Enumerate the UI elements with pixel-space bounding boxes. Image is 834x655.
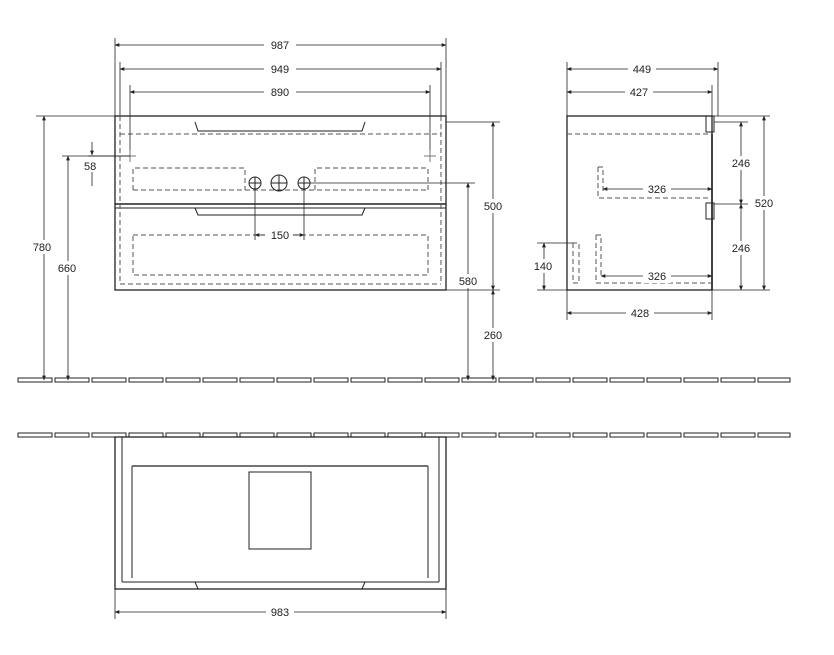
dim-58: 58 [84,161,96,173]
dim-449: 449 [633,64,651,76]
dim-949: 949 [271,64,289,76]
tile-segment [128,377,164,383]
dim-246-top: 246 [732,158,750,170]
front-view [114,115,447,291]
tile-segment [757,377,791,383]
floor-line [17,377,791,383]
tile-segment [646,432,682,438]
dim-660: 660 [58,263,76,275]
bottom-handle [194,207,366,216]
tile-segment [424,377,460,383]
tile-segment [572,432,608,438]
tile-segment [461,432,497,438]
dim-983: 983 [271,607,289,619]
dim-580: 580 [459,276,477,288]
tile-segment [609,432,645,438]
tile-segment [757,432,791,438]
tile-segment [535,432,571,438]
dim-428: 428 [631,308,649,320]
dim-987: 987 [271,40,289,52]
dim-140: 140 [534,261,552,273]
side-cabinet-outline [566,115,713,291]
tile-segment [239,377,275,383]
dim-427: 427 [630,87,648,99]
plan-outline [114,436,447,590]
tile-segment [498,432,534,438]
dim-326-bottom: 326 [648,271,666,283]
dim-260: 260 [484,330,502,342]
tile-segment [646,377,682,383]
tile-segment [313,377,349,383]
tile-segment [54,377,90,383]
wall-fixing-cross-right [424,150,436,162]
tile-segment [54,432,90,438]
dimension-labels: 987 949 890 58 150 780 660 500 580 260 4… [30,38,776,619]
top-handle [194,121,366,132]
tile-segment [17,432,53,438]
plan-handle [194,581,366,590]
dim-890: 890 [271,87,289,99]
tile-segment [572,377,608,383]
tile-segment [350,377,386,383]
tile-segment [683,377,719,383]
tile-segment [387,377,423,383]
tile-segment [17,377,53,383]
front-hidden-lines [119,116,442,285]
tile-segment [91,377,127,383]
tile-segment [498,377,534,383]
tile-segment [535,377,571,383]
side-view [566,115,715,291]
tile-segment [165,377,201,383]
tile-segment [720,432,756,438]
tile-segment [202,377,238,383]
dim-500: 500 [484,201,502,213]
dim-150: 150 [271,230,289,242]
tile-segment [720,377,756,383]
tile-segment [461,377,497,383]
tile-segment [91,432,127,438]
dim-520: 520 [755,198,773,210]
cabinet-outline [114,115,447,291]
tile-segment [276,377,312,383]
dim-246-bottom: 246 [732,243,750,255]
pipe-outlets [248,174,311,192]
tile-segment [609,377,645,383]
plan-view [114,436,447,590]
dim-780: 780 [33,242,51,254]
dim-326-top: 326 [648,184,666,196]
tile-segment [683,432,719,438]
plan-cutout [248,471,312,550]
